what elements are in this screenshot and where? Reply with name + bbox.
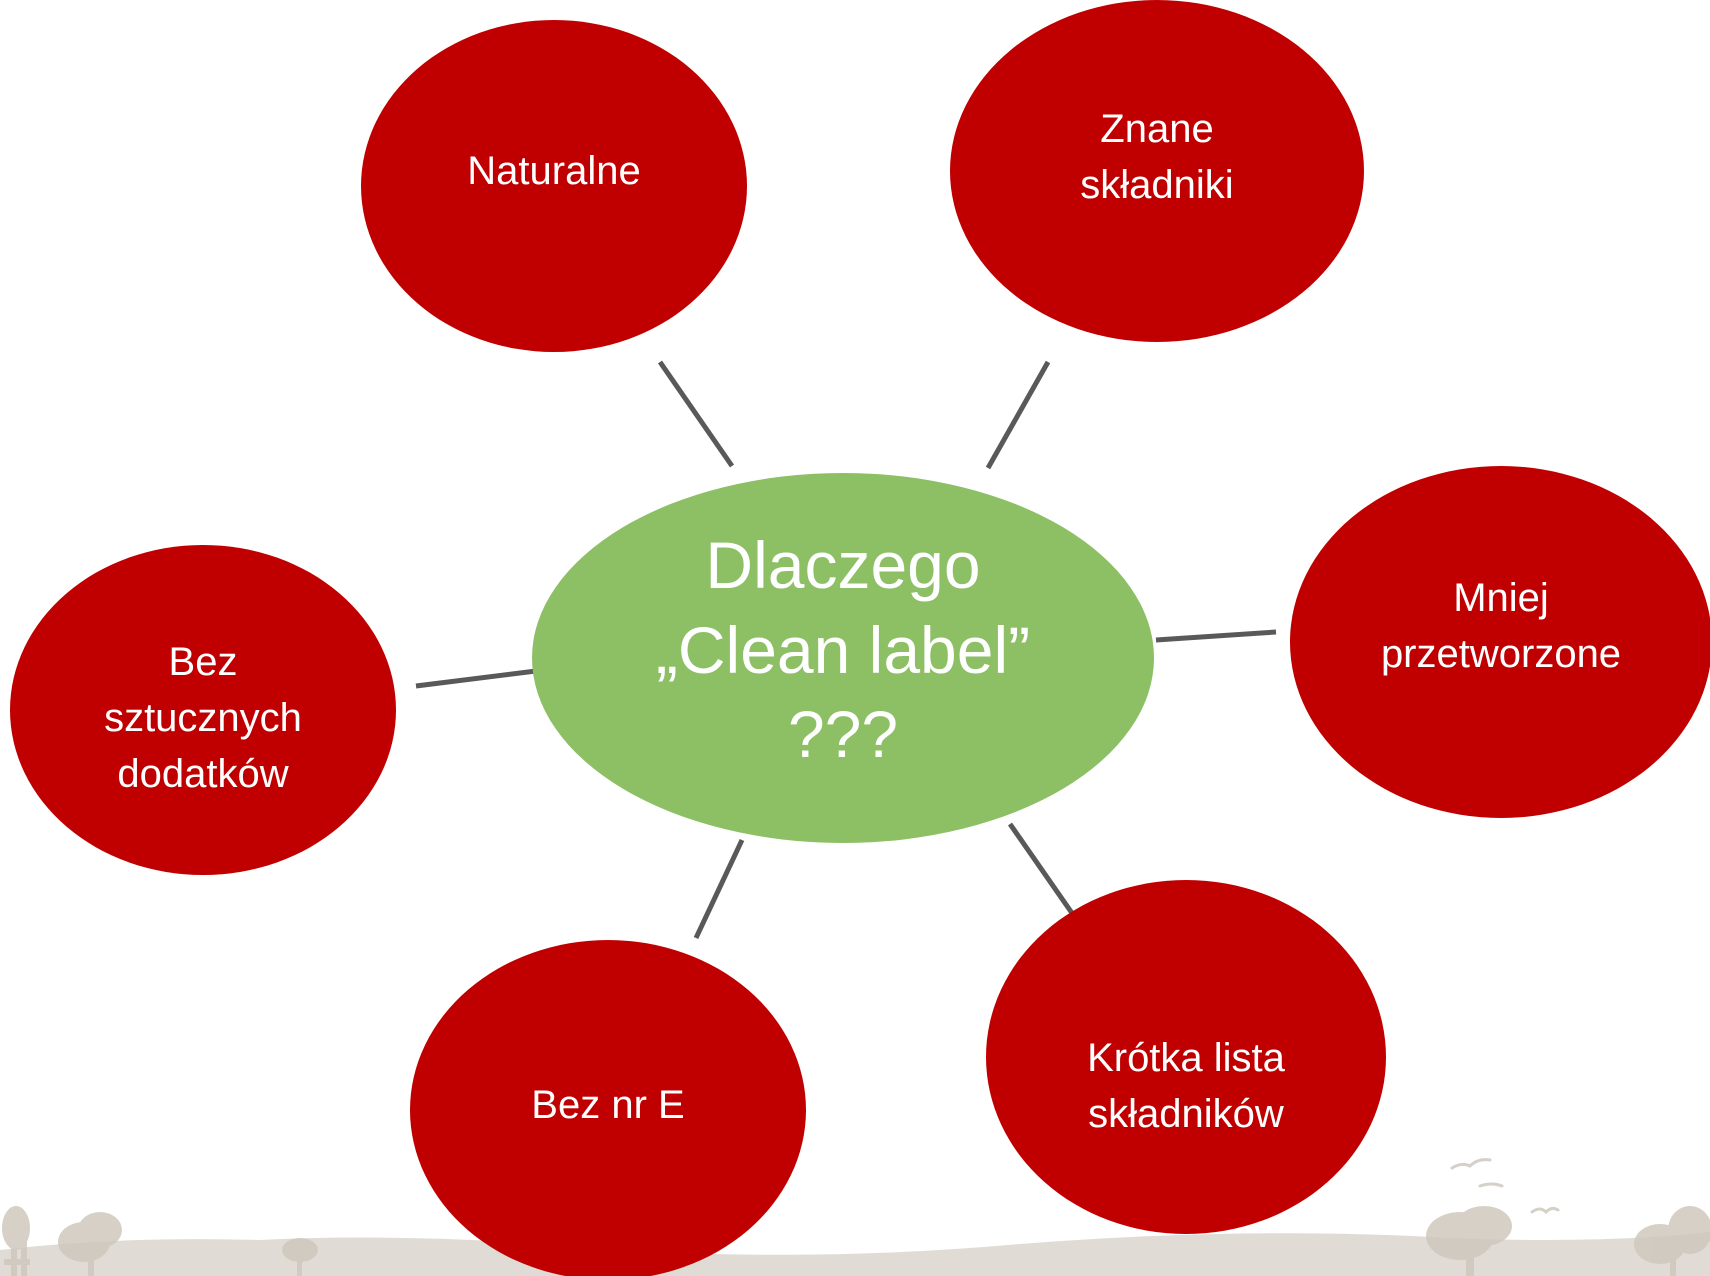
connector-krotka-lista xyxy=(1007,822,1077,918)
bird-icon xyxy=(1450,1158,1492,1170)
connector-bez-sztucznych xyxy=(415,668,537,689)
bird-icon xyxy=(1530,1206,1560,1215)
bubble-mniej-przetworzone: Mniej przetworzone xyxy=(1290,466,1710,818)
tree-icon xyxy=(58,1212,122,1276)
bird-icon xyxy=(1478,1182,1504,1188)
ground-hill-shape xyxy=(0,1232,1710,1276)
center-bubble-label: Dlaczego „Clean label” ??? xyxy=(655,528,1031,772)
bubble-label: Bez nr E xyxy=(531,1083,685,1127)
connector-naturalne xyxy=(657,360,735,468)
bubble-label: Bez sztucznych dodatków xyxy=(104,640,302,796)
tree-icon xyxy=(2,1206,30,1276)
bubble-bez-nr-e: Bez nr E xyxy=(410,940,806,1276)
bubble-label: Krótka lista składników xyxy=(1087,1036,1285,1136)
bubble-bez-sztucznych-dodatkow: Bez sztucznych dodatków xyxy=(10,545,396,875)
tree-icon xyxy=(1634,1206,1710,1276)
bubble-znane-skladniki: Znane składniki xyxy=(950,0,1364,342)
tree-icon xyxy=(282,1238,318,1276)
bubble-label: Naturalne xyxy=(467,149,641,193)
bubble-naturalne: Naturalne xyxy=(361,20,747,352)
bubble-label: Mniej przetworzone xyxy=(1380,576,1622,676)
bubble-label: Znane składniki xyxy=(1080,107,1234,207)
tree-icon xyxy=(1426,1206,1512,1276)
bubble-krotka-lista-skladnikow: Krótka lista składników xyxy=(986,880,1386,1234)
connector-znane xyxy=(985,360,1051,470)
connector-mniej xyxy=(1155,629,1277,643)
connector-bez-e xyxy=(693,838,745,940)
center-bubble: Dlaczego „Clean label” ??? xyxy=(532,473,1154,843)
